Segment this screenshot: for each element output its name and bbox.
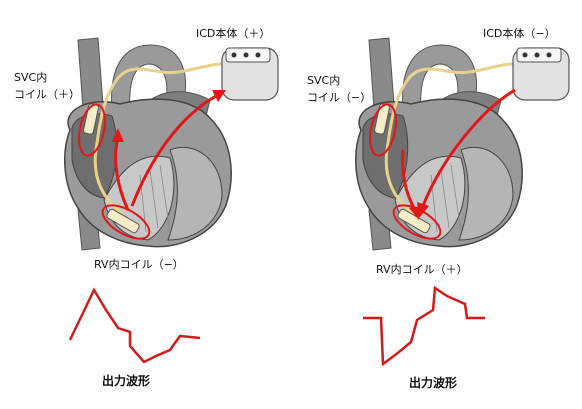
icd-body-label: ICD本体（−） (483, 27, 556, 40)
svc-coil-label-line1: SVC内 (14, 71, 48, 84)
arrow-from-icd (421, 88, 516, 207)
svc-coil-label-line2: コイル（−） (307, 91, 372, 104)
arrow-from-icd-head (417, 202, 429, 218)
left-waveform (68, 287, 201, 364)
svc-coil-label-line1: SVC内 (307, 74, 341, 87)
rv-coil (106, 208, 140, 234)
left-heart-diagram (64, 37, 279, 364)
icd-body-label: ICD本体（＋） (196, 27, 271, 40)
left-panel: ICD本体（＋） SVC内 コイル（＋） RV内コイル（−） 出力波形 (14, 27, 279, 388)
arrow-to-icd (130, 94, 217, 207)
svc-coil-highlight (369, 103, 397, 157)
arrow-to-icd-head (212, 90, 226, 102)
lead-wire (384, 61, 530, 229)
right-heart-diagram (355, 37, 570, 367)
rv-coil-label: RV内コイル（−） (94, 258, 184, 271)
arrow-from-svc (401, 149, 417, 211)
left-ventricle (458, 146, 514, 241)
output-waveform-label: 出力波形 (102, 374, 151, 388)
lead-wire (93, 61, 239, 229)
right-panel: ICD本体（−） SVC内 コイル（−） RV内コイル（＋） 出力波形 (291, 0, 582, 409)
arrow-to-svc (114, 137, 130, 211)
svc-coil-label-line2: コイル（＋） (14, 88, 80, 101)
right-waveform (363, 285, 485, 367)
output-waveform-label: 出力波形 (409, 376, 458, 390)
arrow-to-svc-head (112, 128, 124, 142)
rv-coil-label: RV内コイル（＋） (376, 263, 468, 276)
left-ventricle (167, 146, 223, 241)
svc-coil-highlight (78, 103, 106, 157)
rv-coil-highlight (101, 204, 151, 240)
